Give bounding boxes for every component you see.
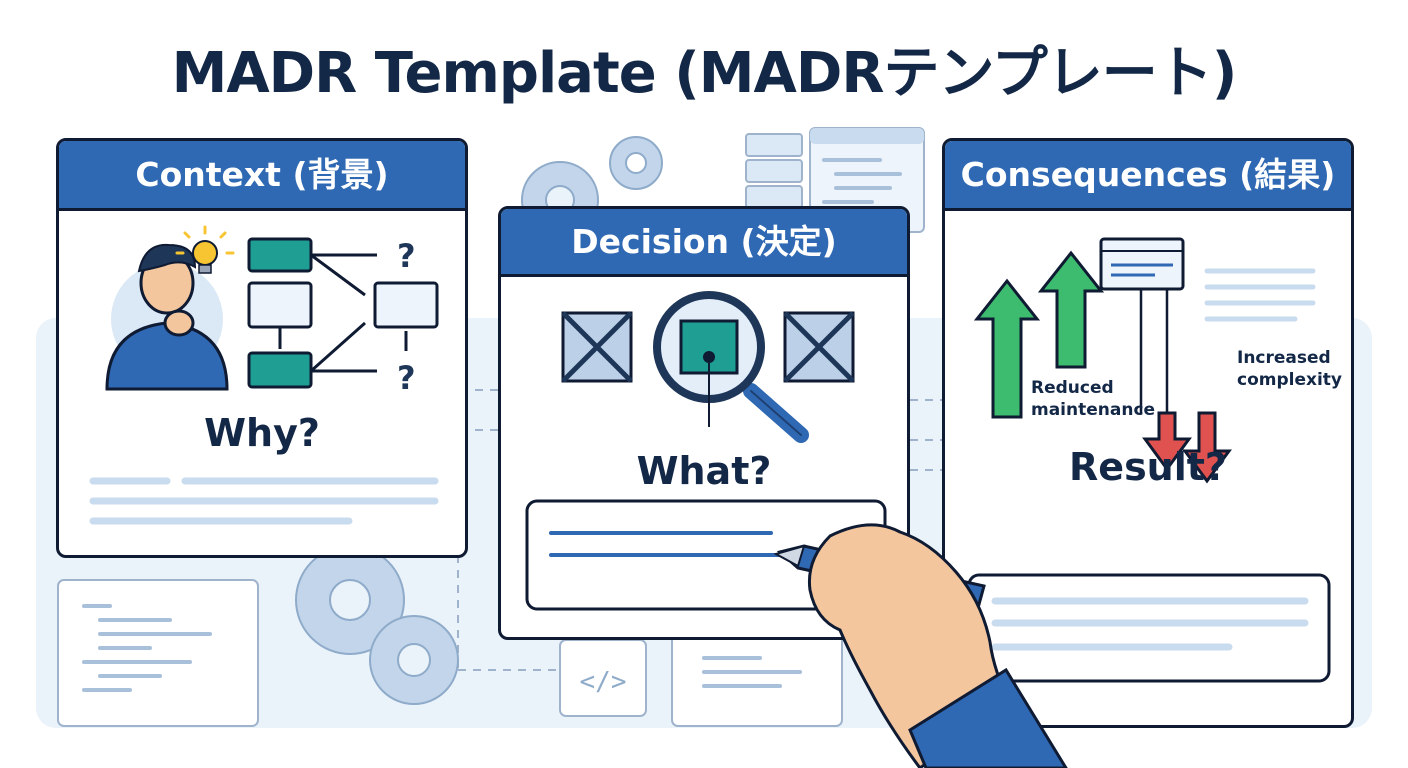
decision-header: Decision (決定) [501, 209, 907, 277]
placeholder-text-lines [991, 597, 1309, 651]
dashed-connectors [457, 389, 945, 671]
placeholder-text-lines [89, 477, 439, 525]
consequences-panel: Consequences (結果) [942, 138, 1354, 728]
thinking-person-avatar [105, 243, 229, 391]
context-illustration: ? ? [89, 225, 439, 525]
flow-node [373, 281, 439, 329]
consequences-illustration [967, 237, 1331, 683]
gear-icon [609, 136, 663, 190]
page-title: MADR Template (MADRテンプレート) [171, 41, 1238, 106]
consequences-header: Consequences (結果) [945, 141, 1351, 211]
result-text-box [967, 573, 1331, 683]
consequences-prompt: Result? [1069, 445, 1227, 489]
chosen-option [679, 319, 739, 375]
magnifier-icon [653, 291, 809, 443]
placeholder-text-lines [1204, 268, 1316, 322]
gear-icon [369, 615, 459, 705]
context-panel: Context (背景) [56, 138, 468, 558]
svg-text:?: ? [397, 237, 416, 275]
flow-diagram [247, 237, 439, 389]
rejected-option-icon [561, 311, 633, 383]
context-header: Context (背景) [59, 141, 465, 211]
svg-text:?: ? [397, 359, 416, 397]
up-arrow-icon [1037, 250, 1105, 369]
code-window-icon [57, 579, 259, 727]
svg-text:</>: </> [580, 667, 627, 697]
decision-prompt: What? [636, 449, 772, 493]
rejected-option-icon [783, 311, 855, 383]
positive-note: Reduced maintenance [1031, 377, 1155, 421]
down-arrow-icon [1142, 411, 1192, 472]
server-stack-icon [745, 133, 803, 209]
positive-note-line: maintenance [1031, 400, 1156, 420]
up-arrow-icon [973, 278, 1041, 419]
flow-node [247, 351, 313, 389]
negative-note: Increased complexity [1237, 347, 1342, 391]
positive-note-line: Reduced [1031, 378, 1114, 398]
flow-node [247, 281, 313, 329]
lightbulb-icon [175, 225, 235, 274]
negative-note-line: Increased [1237, 348, 1331, 368]
down-arrow-icon [1182, 411, 1232, 484]
decision-panel: Decision (決定) [498, 206, 910, 640]
window-icon [1099, 237, 1185, 291]
code-icon: </> [559, 639, 647, 717]
negative-note-line: complexity [1237, 370, 1342, 390]
code-window-icon [671, 629, 843, 727]
question-mark-icon: ? ? [397, 237, 416, 397]
flow-node [247, 237, 313, 273]
context-prompt: Why? [204, 411, 320, 455]
